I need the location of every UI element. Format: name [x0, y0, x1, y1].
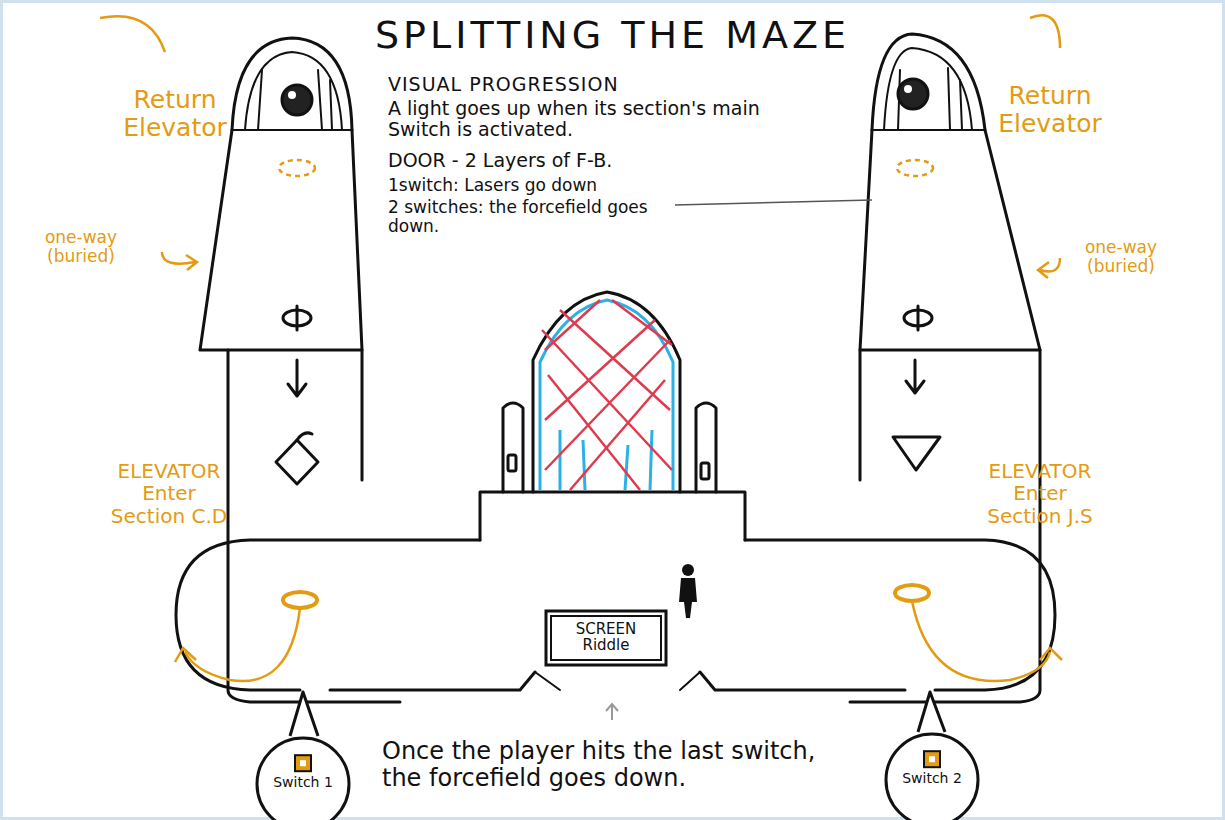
note-label: VISUAL PROGRESSION — [388, 74, 808, 95]
note-label: ELEVATOR Enter Section C.D — [104, 460, 234, 527]
switch-label: Switch 2 — [902, 771, 962, 786]
switch-callout: Switch 1 — [255, 736, 351, 820]
note-label: 2 switches: the forcefield goes down. — [388, 198, 688, 236]
note-label: A light goes up when its section's main … — [388, 98, 828, 141]
switch-label: Switch 1 — [273, 775, 333, 790]
note-label: one-way (buried) — [26, 228, 136, 266]
title: SPLITTING THE MAZE — [0, 14, 1225, 57]
note-label: one-way (buried) — [1066, 238, 1176, 276]
note-label: Return Elevator — [985, 82, 1115, 138]
note-label: DOOR - 2 Layers of F-B. — [388, 150, 678, 171]
note-label: Return Elevator — [110, 86, 240, 142]
note-label: ELEVATOR Enter Section J.S — [975, 460, 1105, 527]
switch-callout: Switch 2 — [884, 732, 980, 820]
note-label: Once the player hits the last switch, th… — [382, 738, 852, 792]
screen-text: SCREEN Riddle — [556, 622, 656, 654]
note-label: 1switch: Lasers go down — [388, 176, 688, 195]
screen-box: SCREEN Riddle — [544, 609, 668, 667]
